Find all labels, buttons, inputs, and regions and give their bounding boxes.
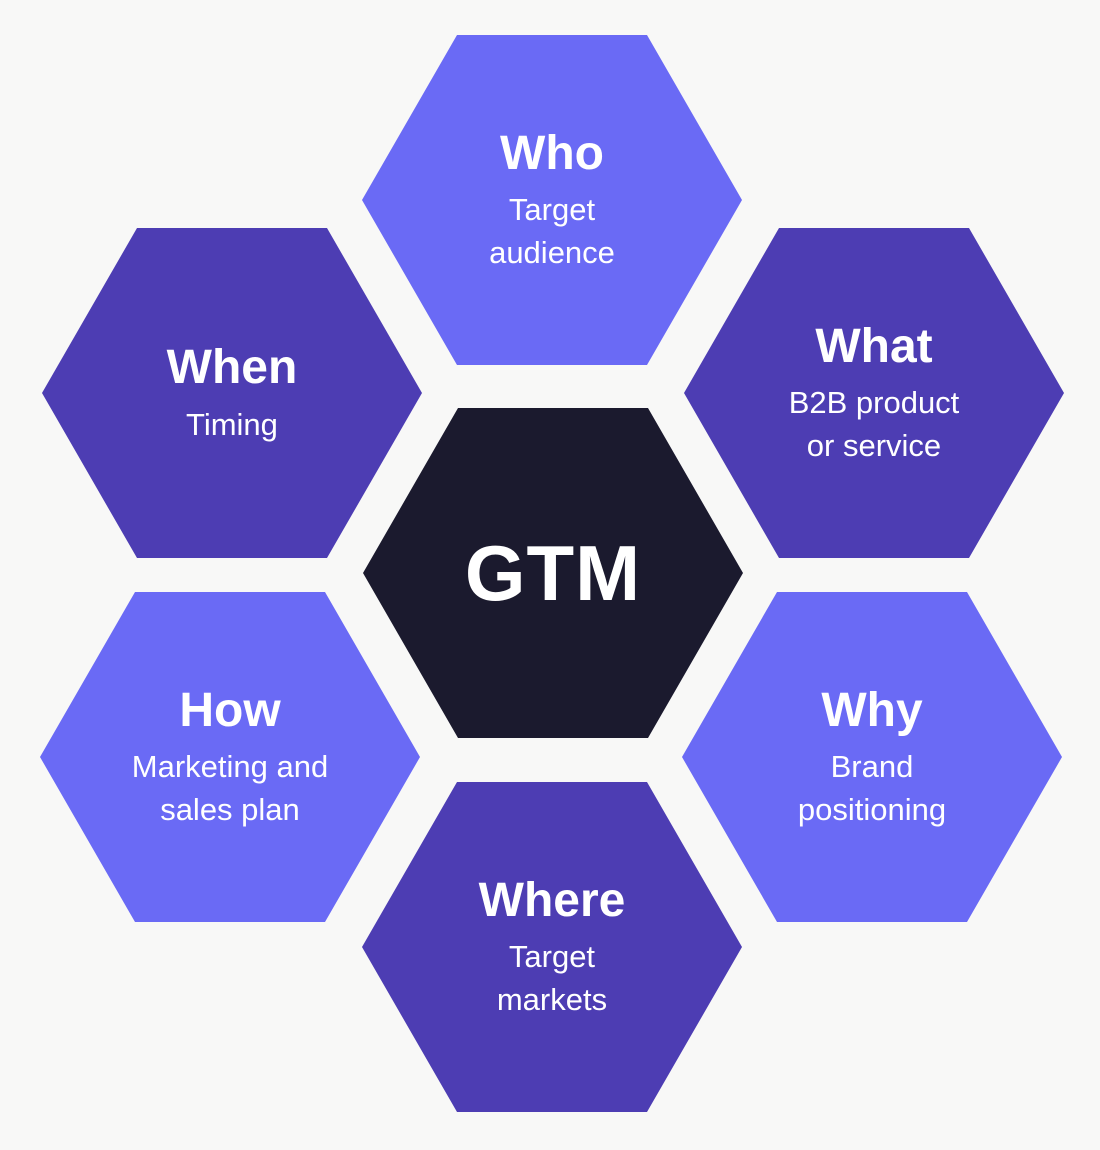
hexagon-who-title: Who — [500, 127, 604, 181]
hexagon-when-content: When Timing — [167, 340, 298, 445]
hexagon-when-subtitle: Timing — [186, 406, 278, 442]
hexagon-what-subtitle: B2B product or service — [788, 385, 960, 463]
hexagon-why-title: Why — [821, 684, 923, 738]
hexagon-what-title: What — [815, 320, 933, 374]
hexagon-where: Where Target markets — [362, 782, 742, 1112]
hexagon-why-content: Why Brand positioning — [798, 683, 946, 831]
hexagon-how: How Marketing and sales plan — [40, 592, 420, 922]
hexagon-how-subtitle: Marketing and sales plan — [131, 749, 329, 827]
hexagon-who-subtitle: Target audience — [489, 192, 615, 270]
hexagon-why-subtitle: Brand positioning — [797, 749, 947, 827]
hexagon-why: Why Brand positioning — [682, 592, 1062, 922]
hexagon-where-title: Where — [478, 874, 626, 928]
hexagon-what: What B2B product or service — [684, 228, 1064, 558]
hexagon-how-title: How — [179, 684, 281, 738]
gtm-center-label: GTM — [464, 528, 642, 617]
hexagon-who: Who Target audience — [362, 35, 742, 365]
hexagon-when: When Timing — [42, 228, 422, 558]
hexagon-where-subtitle: Target markets — [496, 939, 608, 1017]
hexagon-how-content: How Marketing and sales plan — [132, 683, 328, 831]
hexagon-gtm-center: GTM — [363, 408, 743, 738]
hexagon-who-content: Who Target audience — [489, 126, 615, 274]
hexagon-what-content: What B2B product or service — [789, 319, 960, 467]
hexagon-when-title: When — [166, 341, 298, 395]
hexagon-where-content: Where Target markets — [479, 873, 626, 1021]
